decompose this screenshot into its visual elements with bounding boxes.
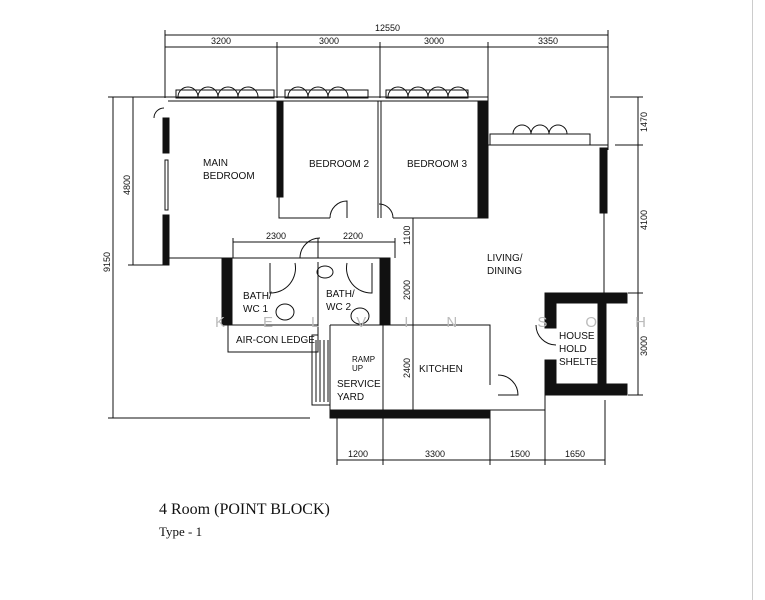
dim-bottom-4: 1650 bbox=[565, 449, 585, 459]
dim-right-1: 1470 bbox=[639, 112, 649, 132]
dim-inner-2: 2000 bbox=[402, 280, 412, 300]
room-living-line1: LIVING/ bbox=[487, 253, 523, 264]
room-bath2-line1: BATH/ bbox=[326, 289, 355, 300]
dim-right-2: 4100 bbox=[639, 210, 649, 230]
dim-top-1: 3200 bbox=[211, 36, 231, 46]
dim-bottom-2: 3300 bbox=[425, 449, 445, 459]
room-bath2-line2: WC 2 bbox=[326, 302, 351, 313]
ramp-label-line1: RAMP bbox=[352, 355, 375, 364]
dim-left-bedroom: 4800 bbox=[122, 175, 132, 195]
dim-inner-3: 2400 bbox=[402, 358, 412, 378]
room-service-yard-line2: YARD bbox=[337, 392, 364, 403]
dim-bath-1: 2300 bbox=[266, 231, 286, 241]
plan-title: 4 Room (POINT BLOCK) bbox=[159, 501, 330, 518]
room-bedroom-3: BEDROOM 3 bbox=[407, 159, 467, 170]
dim-bottom-1: 1200 bbox=[348, 449, 368, 459]
plan-subtitle: Type - 1 bbox=[159, 524, 203, 539]
room-main-bedroom-line2: BEDROOM bbox=[203, 171, 255, 182]
windows-and-doors bbox=[153, 86, 591, 396]
room-main-bedroom-line1: MAIN bbox=[203, 158, 228, 169]
dim-top-2: 3000 bbox=[319, 36, 339, 46]
room-aircon-ledge: AIR-CON LEDGE bbox=[236, 335, 315, 346]
room-service-yard-line1: SERVICE bbox=[337, 379, 381, 390]
room-shelter-line3: SHELTER bbox=[559, 357, 604, 368]
dim-total-width: 12550 bbox=[375, 23, 400, 33]
dim-inner-1: 1100 bbox=[402, 226, 412, 245]
walls bbox=[160, 96, 628, 419]
dim-bath-2: 2200 bbox=[343, 231, 363, 241]
room-kitchen: KITCHEN bbox=[419, 364, 463, 375]
dim-top-3: 3000 bbox=[424, 36, 444, 46]
dimension-lines bbox=[108, 30, 643, 465]
dim-bottom-3: 1500 bbox=[510, 449, 530, 459]
watermark: KELVIN SOH bbox=[215, 314, 684, 331]
room-bath1-line2: WC 1 bbox=[243, 304, 268, 315]
dim-top-4: 3350 bbox=[538, 36, 558, 46]
page-edge bbox=[752, 0, 753, 600]
ramp-label-line2: UP bbox=[352, 364, 363, 373]
room-living-line2: DINING bbox=[487, 266, 522, 277]
dim-left-total: 9150 bbox=[102, 252, 112, 272]
room-shelter-line1: HOUSE bbox=[559, 331, 595, 342]
dim-right-3: 3000 bbox=[639, 336, 649, 356]
room-shelter-line2: HOLD bbox=[559, 344, 587, 355]
room-bedroom-2: BEDROOM 2 bbox=[309, 159, 369, 170]
room-bath1-line1: BATH/ bbox=[243, 291, 272, 302]
